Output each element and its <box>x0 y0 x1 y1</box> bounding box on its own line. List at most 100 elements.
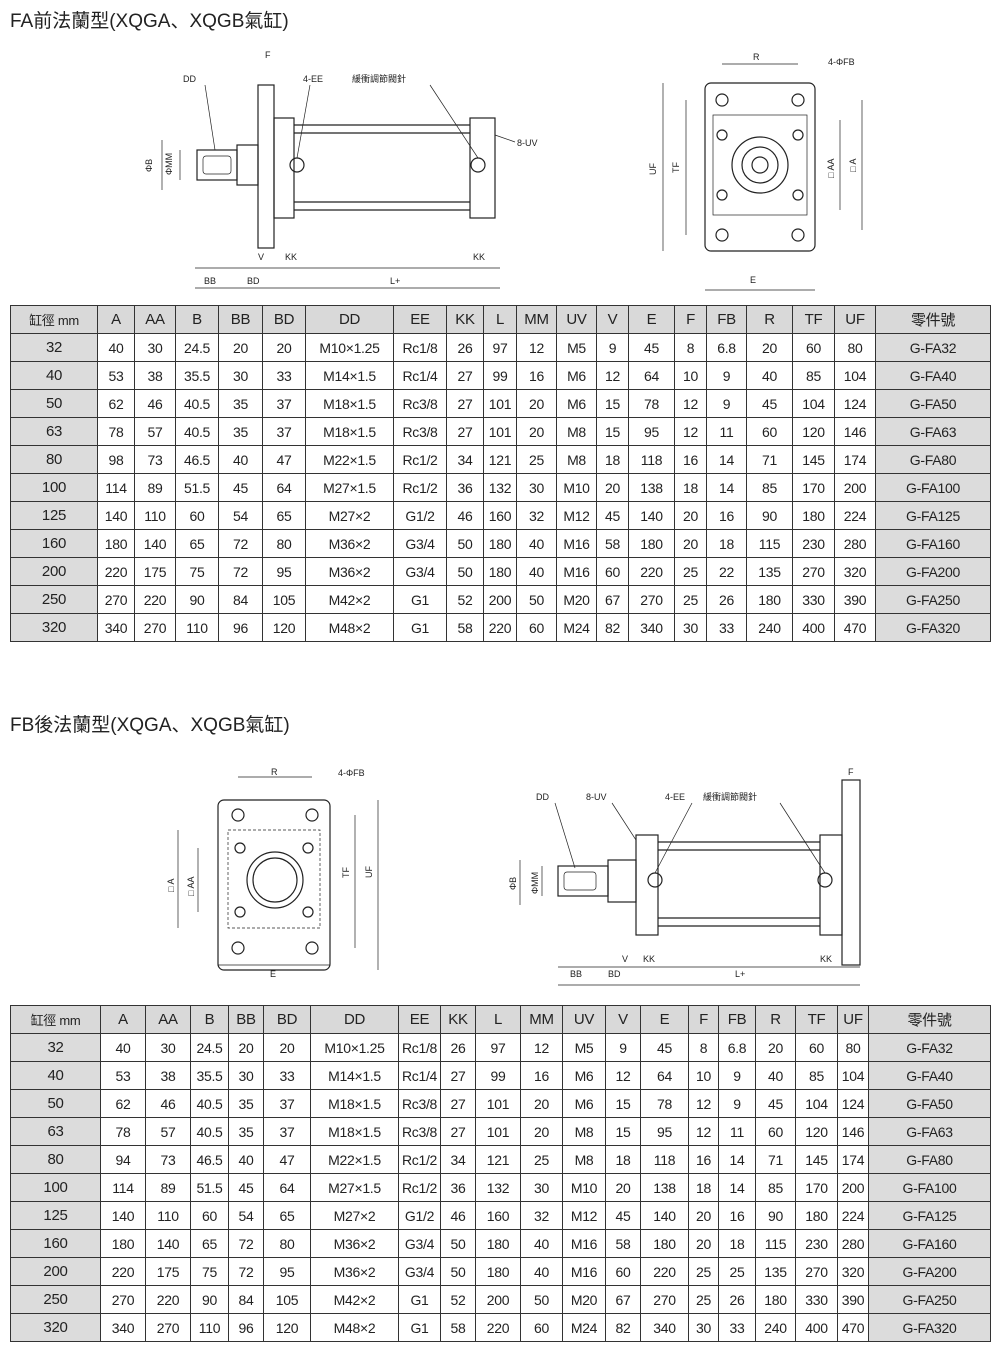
part-number-cell: G-FA250 <box>875 585 991 614</box>
table-cell: 40.5 <box>175 417 219 446</box>
table-cell: 50 <box>446 557 484 586</box>
column-header: 零件號 <box>868 1005 991 1034</box>
column-header: 缸徑 mm <box>10 305 98 334</box>
table-cell: Rc1/4 <box>398 1061 441 1090</box>
column-header: BB <box>218 305 263 334</box>
table-cell: 180 <box>628 529 675 558</box>
column-header: UF <box>837 1005 869 1034</box>
tf-label: TF <box>341 867 351 878</box>
table-cell: 85 <box>746 473 793 502</box>
table-cell: M18×1.5 <box>310 1117 399 1146</box>
bore-size-cell: 320 <box>10 613 98 642</box>
column-header: 零件號 <box>875 305 991 334</box>
table-cell: Rc1/8 <box>393 333 447 362</box>
table-cell: 30 <box>688 1313 719 1342</box>
table-cell: 85 <box>755 1173 796 1202</box>
table-cell: 340 <box>640 1313 689 1342</box>
column-header: B <box>175 305 219 334</box>
table-cell: 9 <box>706 389 747 418</box>
table-cell: M6 <box>562 1061 606 1090</box>
table-cell: 30 <box>218 361 263 390</box>
table-cell: 33 <box>706 613 747 642</box>
table-cell: 270 <box>145 1313 191 1342</box>
table-cell: 50 <box>446 529 484 558</box>
r-label: R <box>753 52 760 62</box>
table-cell: M48×2 <box>310 1313 399 1342</box>
table-cell: 35 <box>228 1089 264 1118</box>
table-cell: M22×1.5 <box>310 1145 399 1174</box>
table-cell: 470 <box>837 1313 869 1342</box>
table-cell: 65 <box>175 529 219 558</box>
table-cell: 18 <box>605 1145 641 1174</box>
table-cell: 64 <box>640 1061 689 1090</box>
table-cell: 26 <box>440 1033 476 1062</box>
table-cell: 40 <box>520 1229 563 1258</box>
table-cell: 45 <box>228 1173 264 1202</box>
table-cell: 24.5 <box>175 333 219 362</box>
table-cell: G1/2 <box>398 1201 441 1230</box>
fb-label: 4-ΦFB <box>338 768 365 778</box>
r-label: R <box>271 767 278 777</box>
v-label: V <box>622 954 628 964</box>
column-header: KK <box>440 1005 476 1034</box>
table-cell: 90 <box>746 501 793 530</box>
table-cell: 45 <box>755 1089 796 1118</box>
table-cell: 200 <box>475 1285 521 1314</box>
table-cell: 35 <box>228 1117 264 1146</box>
table-cell: 114 <box>100 1173 146 1202</box>
bore-size-cell: 160 <box>10 1229 101 1258</box>
table-cell: M36×2 <box>305 529 394 558</box>
bore-size-cell: 125 <box>10 501 98 530</box>
table-cell: 46.5 <box>175 445 219 474</box>
table-cell: 95 <box>262 557 306 586</box>
table-cell: 9 <box>706 361 747 390</box>
table-cell: 270 <box>97 585 135 614</box>
table-cell: 6.8 <box>718 1033 756 1062</box>
a-label: □ A <box>848 159 858 172</box>
table-cell: 140 <box>100 1201 146 1230</box>
table-cell: 80 <box>834 333 876 362</box>
column-header: V <box>605 1005 641 1034</box>
kk-label: KK <box>820 954 832 964</box>
table-cell: 36 <box>440 1173 476 1202</box>
table-cell: 224 <box>837 1201 869 1230</box>
table-cell: 64 <box>263 1173 311 1202</box>
table-cell: 27 <box>440 1061 476 1090</box>
table-cell: G1/2 <box>393 501 447 530</box>
f-label: F <box>265 50 271 60</box>
part-number-cell: G-FA160 <box>875 529 991 558</box>
table-cell: 175 <box>145 1257 191 1286</box>
table-cell: Rc1/2 <box>393 473 447 502</box>
table-cell: 97 <box>475 1033 521 1062</box>
table-cell: 45 <box>746 389 793 418</box>
table-cell: Rc3/8 <box>398 1089 441 1118</box>
fb-front-view-drawing <box>177 776 379 971</box>
table-cell: 27 <box>446 389 484 418</box>
table-cell: 67 <box>605 1285 641 1314</box>
bd-label: BD <box>247 276 260 286</box>
column-header: MM <box>516 305 557 334</box>
table-cell: 40 <box>97 333 135 362</box>
table-cell: 20 <box>688 1201 719 1230</box>
table-cell: M16 <box>556 529 597 558</box>
table-cell: 115 <box>746 529 793 558</box>
bb-label: BB <box>570 969 582 979</box>
fb-label: 4-ΦFB <box>828 57 855 67</box>
table-cell: Rc1/4 <box>393 361 447 390</box>
table-cell: 114 <box>97 473 135 502</box>
part-number-cell: G-FA80 <box>875 445 991 474</box>
table-cell: 73 <box>134 445 176 474</box>
table-cell: 50 <box>440 1229 476 1258</box>
table-cell: 146 <box>837 1117 869 1146</box>
table-cell: 140 <box>134 529 176 558</box>
table-cell: 30 <box>134 333 176 362</box>
table-cell: Rc3/8 <box>393 389 447 418</box>
bore-size-cell: 80 <box>10 1145 101 1174</box>
table-cell: 170 <box>792 473 835 502</box>
